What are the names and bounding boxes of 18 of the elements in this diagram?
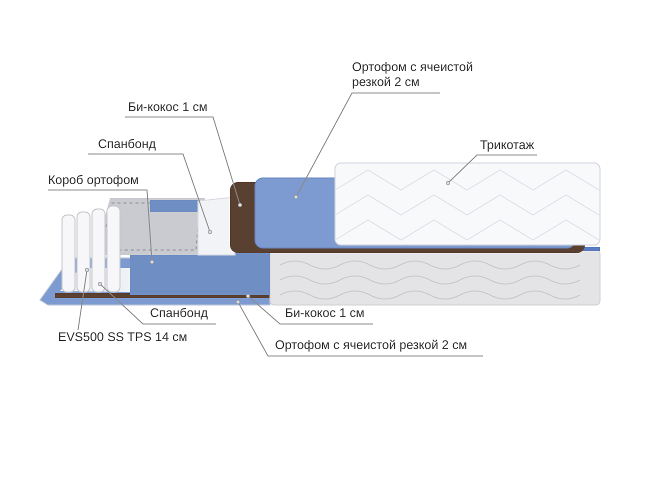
part-label: Трикотаж <box>480 138 534 153</box>
part-label: Короб ортофом <box>48 173 139 188</box>
leader-line <box>236 300 484 356</box>
leader-line <box>446 154 538 186</box>
leader-line <box>78 268 90 330</box>
leader-line <box>124 116 242 208</box>
leader-line <box>88 154 212 234</box>
part-label: Ортофом с ячеистой резкой 2 см <box>352 60 482 90</box>
leader-line <box>294 92 440 200</box>
part-label: Спанбонд <box>150 306 208 321</box>
leader-line <box>98 282 216 324</box>
leader-line <box>48 190 154 264</box>
part-label: Би-кокос 1 см <box>128 100 208 115</box>
part-label: EVS500 SS TPS 14 см <box>58 330 188 345</box>
leader-line <box>246 294 374 324</box>
part-label: Би-кокос 1 см <box>285 306 364 321</box>
part-label: Спанбонд <box>98 137 156 152</box>
part-label: Ортофом с ячеистой резкой 2 см <box>275 338 468 353</box>
